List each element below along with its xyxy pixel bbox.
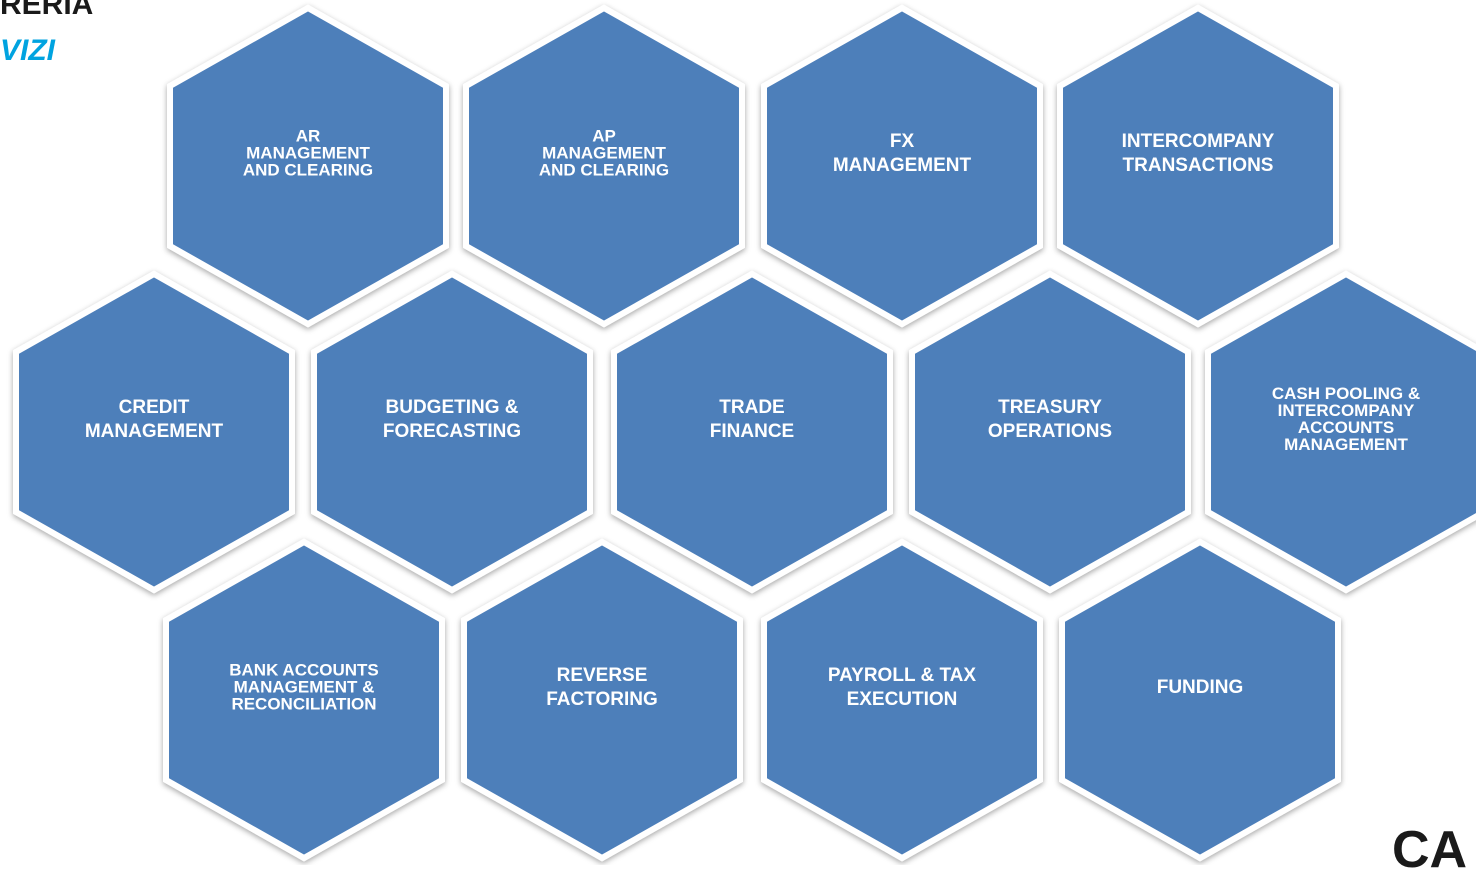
hexagon-shape <box>311 270 593 594</box>
hexagon-shape <box>167 4 449 328</box>
hexagon-label-line: AND CLEARING <box>243 160 373 179</box>
hexagon-label-line: MANAGEMENT <box>246 143 370 162</box>
hexagon-shape <box>1057 4 1339 328</box>
hexagon-label-line: FORECASTING <box>383 421 521 442</box>
hexagon-label-line: TREASURY <box>998 397 1102 418</box>
hexagon-item: INTERCOMPANY TRANSACTIONS <box>1057 4 1339 328</box>
hexagon-label-line: PAYROLL & TAX <box>828 665 976 686</box>
hexagon-shape <box>163 538 445 862</box>
hexagon-label-line: OPERATIONS <box>988 421 1112 442</box>
hexagon-item: FX MANAGEMENT <box>761 4 1043 328</box>
hexagon-item: PAYROLL & TAX EXECUTION <box>761 538 1043 862</box>
hexagon-label-line: MANAGEMENT <box>542 143 666 162</box>
hexagon-shape <box>1205 270 1476 594</box>
hexagon-shape <box>761 4 1043 328</box>
hexagon-label-line: CASH POOLING & <box>1272 384 1420 403</box>
hexagon-shape <box>761 538 1043 862</box>
hexagon-item: TRADE FINANCE <box>611 270 893 594</box>
hexagon-label-line: BANK ACCOUNTS <box>229 660 379 679</box>
hexagon-label-line: FUNDING <box>1157 677 1244 698</box>
hexagon-item: CREDIT MANAGEMENT <box>13 270 295 594</box>
hexagon-label-line: AR <box>296 126 321 145</box>
hexagon-label-line: BUDGETING & <box>386 397 519 418</box>
hexagon-label-line: MANAGEMENT <box>833 155 972 176</box>
hexagon-label-line: TRADE <box>719 397 784 418</box>
hexagon-label-line: CREDIT <box>119 397 190 418</box>
hexagon-label-line: MANAGEMENT & <box>234 677 375 696</box>
hexagon-item: FUNDING <box>1059 538 1341 862</box>
page-title: RERIA <box>0 0 94 21</box>
hexagon-shape <box>13 270 295 594</box>
hexagon-label-line: AND CLEARING <box>539 160 669 179</box>
hexagon-item: CASH POOLING &INTERCOMPANYACCOUNTSMANAGE… <box>1205 270 1476 594</box>
hexagon-label-line: FINANCE <box>710 421 794 442</box>
hexagon-label-line: INTERCOMPANY <box>1122 131 1275 152</box>
hexagon-label-line: RECONCILIATION <box>231 694 376 713</box>
hexagon-item: TREASURY OPERATIONS <box>909 270 1191 594</box>
hexagon-label-line: MANAGEMENT <box>85 421 224 442</box>
hexagon-label-line: TRANSACTIONS <box>1123 155 1274 176</box>
hexagon-label-line: REVERSE <box>557 665 648 686</box>
hexagon-shape <box>1059 538 1341 862</box>
hexagon-shape <box>463 4 745 328</box>
hexagon-item: REVERSE FACTORING <box>461 538 743 862</box>
hexagon-shape <box>461 538 743 862</box>
hexagon-label-line: FX <box>890 131 915 152</box>
hexagon-shape <box>611 270 893 594</box>
hexagon-item: BUDGETING & FORECASTING <box>311 270 593 594</box>
page-subtitle: VIZI <box>0 34 56 67</box>
hexagon-label-line: ACCOUNTS <box>1298 418 1394 437</box>
hexagon-label-line: FACTORING <box>546 689 658 710</box>
hexagon-label-line: EXECUTION <box>847 689 958 710</box>
hexagon-label-line: MANAGEMENT <box>1284 435 1408 454</box>
hexagon-label-line: AP <box>592 126 616 145</box>
corner-logo-text: CA <box>1392 821 1468 879</box>
hexagon-label-line: INTERCOMPANY <box>1278 401 1415 420</box>
hexagon-shape <box>909 270 1191 594</box>
